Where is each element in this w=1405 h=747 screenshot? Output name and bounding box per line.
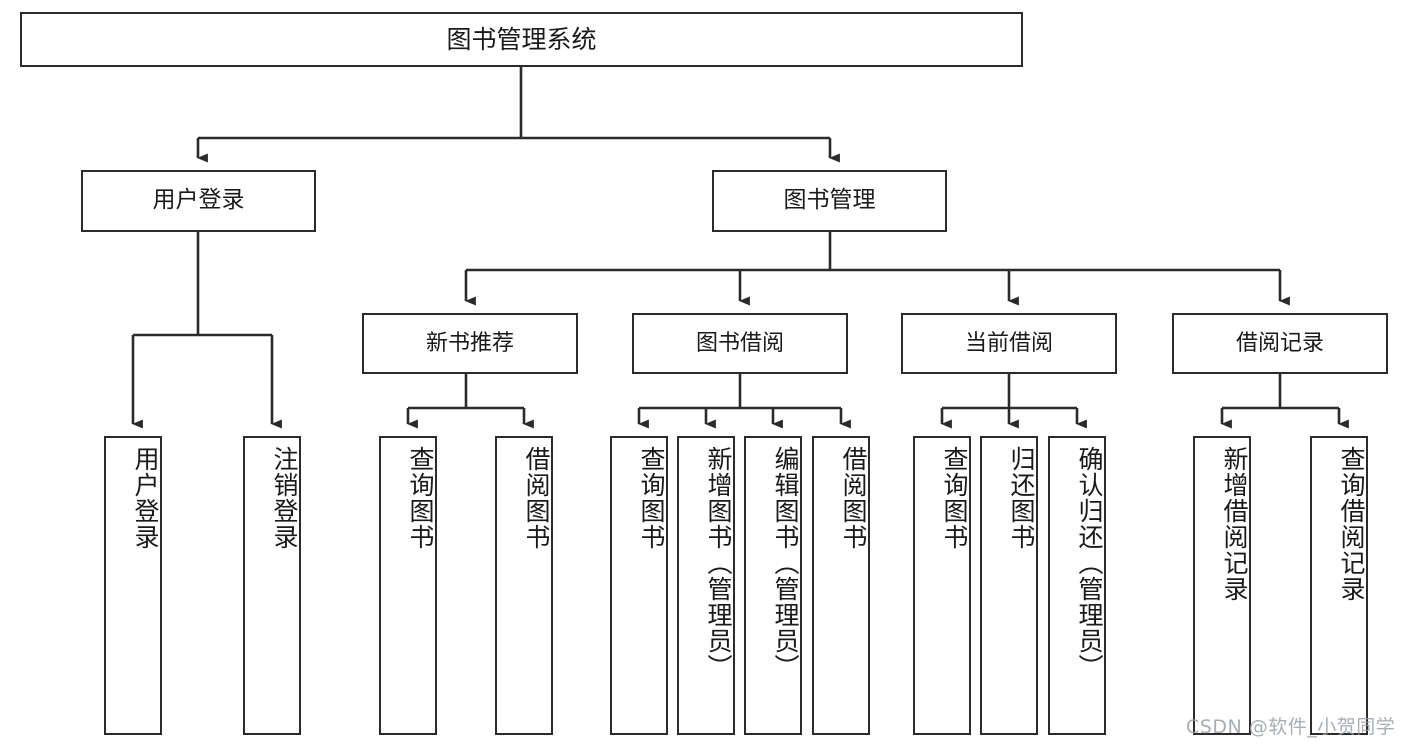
node-label: 查询图书	[637, 446, 666, 550]
leaf-current-borrow-return-book[interactable]: 归还图书	[980, 436, 1038, 735]
leaf-user-login-logout[interactable]: 注销登录	[243, 436, 301, 735]
node-label: 新书推荐	[425, 330, 514, 356]
node-label: 图书管理	[783, 187, 876, 214]
node-label: 用户登录	[152, 187, 245, 214]
node-root-book-management-system[interactable]: 图书管理系统	[20, 12, 1023, 67]
node-book-borrow[interactable]: 图书借阅	[632, 313, 848, 374]
node-label: 查询借阅记录	[1337, 446, 1366, 602]
node-label: 新增借阅记录	[1220, 446, 1249, 602]
node-book-management[interactable]: 图书管理	[712, 170, 947, 232]
node-label: 用户登录	[131, 446, 160, 550]
leaf-current-borrow-query-book[interactable]: 查询图书	[913, 436, 971, 735]
node-label: 借阅图书	[839, 446, 868, 550]
node-label: 图书管理系统	[446, 24, 597, 54]
node-label: 注销登录	[270, 446, 299, 550]
node-label: 借阅图书	[522, 446, 551, 550]
leaf-book-borrow-query-book[interactable]: 查询图书	[610, 436, 668, 735]
node-current-borrow[interactable]: 当前借阅	[901, 313, 1117, 374]
node-borrow-record[interactable]: 借阅记录	[1172, 313, 1388, 374]
node-label: 当前借阅	[964, 330, 1053, 356]
node-label: 编辑图书（管理员）	[771, 446, 800, 680]
leaf-book-borrow-add-book-admin[interactable]: 新增图书（管理员）	[677, 436, 735, 735]
node-user-login[interactable]: 用户登录	[81, 170, 316, 232]
leaf-borrow-record-query-record[interactable]: 查询借阅记录	[1310, 436, 1368, 735]
node-label: 查询图书	[406, 446, 435, 550]
node-label: 归还图书	[1007, 446, 1036, 550]
leaf-new-book-borrow-book[interactable]: 借阅图书	[495, 436, 553, 735]
csdn-watermark: CSDN @软件_小贺同学	[1186, 716, 1396, 738]
leaf-user-login-login[interactable]: 用户登录	[104, 436, 162, 735]
node-label: 新增图书（管理员）	[704, 446, 733, 680]
node-label: 确认归还（管理员）	[1075, 446, 1104, 680]
leaf-current-borrow-confirm-return-admin[interactable]: 确认归还（管理员）	[1048, 436, 1106, 735]
leaf-book-borrow-borrow-book[interactable]: 借阅图书	[812, 436, 870, 735]
node-new-book-recommend[interactable]: 新书推荐	[362, 313, 578, 374]
node-label: 查询图书	[940, 446, 969, 550]
leaf-new-book-query-book[interactable]: 查询图书	[379, 436, 437, 735]
node-label: 借阅记录	[1235, 330, 1324, 356]
leaf-borrow-record-add-record[interactable]: 新增借阅记录	[1193, 436, 1251, 735]
node-label: 图书借阅	[695, 330, 784, 356]
leaf-book-borrow-edit-book-admin[interactable]: 编辑图书（管理员）	[744, 436, 802, 735]
